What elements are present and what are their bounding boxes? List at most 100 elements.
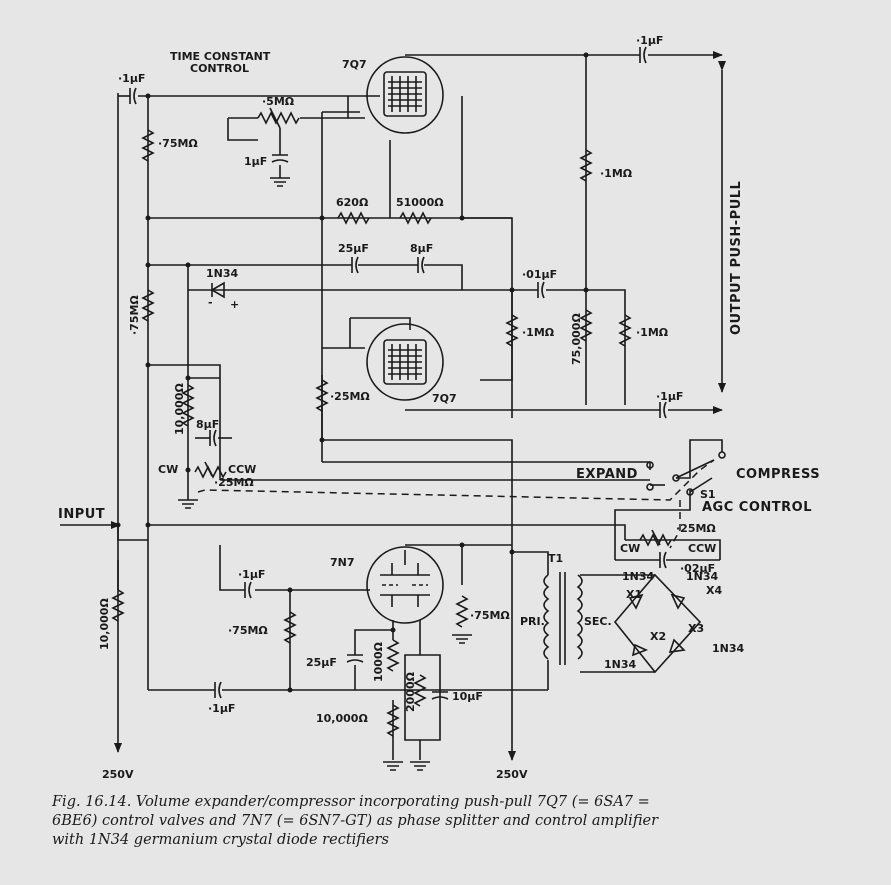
value-r-620: 620Ω bbox=[336, 196, 369, 209]
caption-line-1: Fig. 16.14. Volume expander/compressor i… bbox=[52, 794, 650, 810]
label-ccw-right: CCW bbox=[688, 542, 716, 555]
diode-1n34-top bbox=[210, 281, 225, 299]
figure-caption: Fig. 16.14. Volume expander/compressor i… bbox=[52, 793, 882, 850]
cap-10uf bbox=[431, 691, 449, 700]
cap-1uf-grid bbox=[244, 581, 252, 599]
resistor-25meg bbox=[315, 379, 329, 412]
value-x2: X2 bbox=[650, 630, 666, 643]
label-ccw-left: CCW bbox=[228, 463, 256, 476]
value-r-75meg-grid: ·75MΩ bbox=[228, 624, 268, 637]
cap-out-bottom bbox=[659, 401, 667, 419]
label-compress: COMPRESS bbox=[736, 467, 820, 482]
diodes bbox=[210, 281, 702, 674]
value-c-out-top: ·1µF bbox=[636, 34, 663, 47]
label-primary: PRI. bbox=[520, 615, 545, 628]
value-c-10uf: 10µF bbox=[452, 690, 483, 703]
value-c-1uf-feedback: ·1µF bbox=[208, 702, 235, 715]
caption-line-2: 6BE6) control valves and 7N7 (= 6SN7-GT)… bbox=[52, 813, 659, 829]
label-secondary: SEC. bbox=[584, 615, 612, 628]
capacitors bbox=[129, 46, 667, 700]
label-agc-control: AGC CONTROL bbox=[702, 500, 812, 515]
value-c-8uf-left: 8µF bbox=[196, 418, 219, 431]
cap-01uf bbox=[537, 281, 545, 299]
value-x1: X1 bbox=[626, 588, 642, 601]
value-r-25meg-pot-right: ·25MΩ bbox=[676, 522, 716, 535]
value-r-25meg: ·25MΩ bbox=[330, 390, 370, 403]
resistor-2000 bbox=[413, 674, 427, 707]
value-r-10000-ladder: 10,000Ω bbox=[173, 383, 186, 435]
cap-8uf-left bbox=[209, 429, 217, 447]
value-r-5meg: ·5MΩ bbox=[262, 95, 295, 108]
value-c-25uf-cath: 25µF bbox=[306, 656, 337, 669]
pot-wiper-5meg bbox=[269, 107, 281, 129]
ganged-link-dashed-2 bbox=[669, 500, 681, 549]
tube-7n7 bbox=[366, 546, 444, 624]
pot-5meg bbox=[257, 111, 300, 125]
label-cw-right: CW bbox=[620, 542, 640, 555]
value-r-1meg-top: ·1MΩ bbox=[600, 167, 633, 180]
value-r-75meg-left: ·75MΩ bbox=[128, 295, 141, 335]
ground-symbols bbox=[178, 177, 472, 771]
value-x3: X3 bbox=[688, 622, 704, 635]
resistor-51000 bbox=[399, 211, 432, 225]
pot-wiper-left bbox=[204, 461, 213, 477]
value-r-51000: 51000Ω bbox=[396, 196, 444, 209]
value-c-1uf-tc: 1µF bbox=[244, 155, 267, 168]
label-time-constant-1: TIME CONSTANT bbox=[170, 50, 271, 63]
value-r-10000-cath: 10,000Ω bbox=[316, 712, 368, 725]
value-c-out-bottom: ·1µF bbox=[656, 390, 683, 403]
value-r-1meg-right: ·1MΩ bbox=[636, 326, 669, 339]
resistor-75meg-plate bbox=[455, 595, 469, 628]
label-diode-1n34-top: 1N34 bbox=[206, 267, 239, 280]
value-d-x2: 1N34 bbox=[604, 658, 637, 671]
cap-1uf-feedback bbox=[214, 681, 222, 699]
caption-line-3: with 1N34 germanium crystal diode rectif… bbox=[52, 832, 389, 848]
label-diode-plus: + bbox=[230, 298, 239, 311]
junction-dots bbox=[115, 52, 589, 693]
value-x4: X4 bbox=[706, 584, 722, 597]
value-c-02uf: ·02µF bbox=[680, 562, 715, 575]
cap-25uf-cath bbox=[346, 654, 364, 663]
cap-8uf-top bbox=[417, 256, 425, 274]
resistor-75meg-left bbox=[141, 289, 155, 322]
pot-wiper-right bbox=[651, 529, 661, 546]
label-output-push-pull: OUTPUT PUSH-PULL bbox=[729, 181, 744, 335]
label-time-constant-2: CONTROL bbox=[190, 62, 249, 75]
ganged-link-dashed bbox=[197, 459, 715, 501]
resistor-75meg-grid bbox=[283, 611, 297, 644]
label-tube-7q7-mid: 7Q7 bbox=[432, 392, 457, 405]
label-tube-7q7-top: 7Q7 bbox=[342, 58, 367, 71]
cap-1uf-tc bbox=[271, 154, 289, 163]
label-transformer-t1: T1 bbox=[548, 552, 563, 565]
value-r-25meg-pot-left: ·25MΩ bbox=[214, 476, 254, 489]
label-switch-s1: S1 bbox=[700, 488, 716, 501]
label-expand: EXPAND bbox=[576, 467, 638, 482]
switch-s1 bbox=[646, 451, 726, 496]
value-c-25uf-top: 25µF bbox=[338, 242, 369, 255]
wiring bbox=[60, 51, 726, 761]
resistor-620 bbox=[337, 211, 370, 225]
resistor-10000-input bbox=[111, 589, 125, 622]
tube-7q7-top bbox=[366, 56, 444, 134]
cap-out-top bbox=[639, 46, 647, 64]
resistor-75000 bbox=[579, 309, 593, 342]
cap-02uf bbox=[659, 551, 667, 569]
value-c-01uf: ·01µF bbox=[522, 268, 557, 281]
label-diode-minus: - bbox=[208, 296, 213, 309]
resistor-1meg-right bbox=[618, 314, 632, 347]
label-cw-left: CW bbox=[158, 463, 178, 476]
transformer-t1 bbox=[543, 572, 583, 665]
cap-in bbox=[129, 87, 137, 105]
label-tube-7n7: 7N7 bbox=[330, 556, 355, 569]
tube-7q7-mid bbox=[366, 323, 444, 401]
value-r-75meg-plate: ·75MΩ bbox=[470, 609, 510, 622]
value-d-x4: 1N34 bbox=[686, 570, 719, 583]
label-250v-right: 250V bbox=[496, 768, 528, 781]
value-r-75000: 75,000Ω bbox=[570, 313, 583, 365]
value-r-2000: 2000Ω bbox=[404, 671, 417, 712]
resistor-1000 bbox=[386, 639, 400, 672]
value-r-75meg-top: ·75MΩ bbox=[158, 137, 198, 150]
pot-25meg-right bbox=[639, 533, 672, 547]
label-input: INPUT bbox=[58, 507, 105, 522]
